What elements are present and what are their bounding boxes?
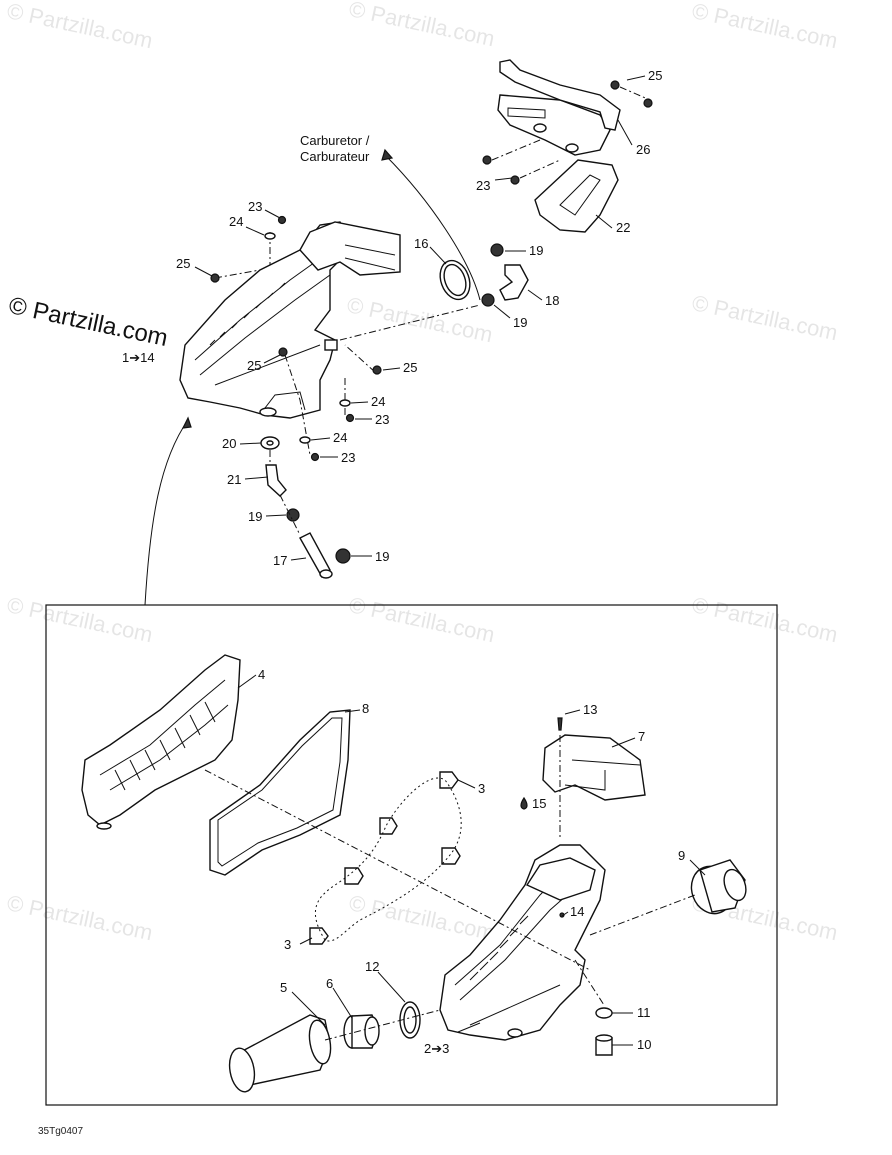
callout-lower-2: 8	[362, 701, 369, 716]
callout-lower-5: 3	[478, 781, 485, 796]
callout-lower-13: 10	[637, 1037, 651, 1052]
fasteners-upper-right	[482, 80, 653, 185]
callout-upper-21: 17	[273, 553, 287, 568]
dash-line-19-b	[339, 304, 481, 341]
dash-line-clamp11	[574, 959, 605, 1006]
callout-lower-11: 12	[365, 959, 379, 974]
filter-adapter-6	[343, 1014, 380, 1049]
callout-lower-3: 13	[583, 702, 597, 717]
clamp-19-a	[490, 243, 504, 257]
intake-duct-7	[542, 734, 646, 801]
detail-ref-label: 2➔3	[424, 1041, 449, 1056]
dash-line-housing-boot	[589, 894, 696, 936]
airbox-housing-14	[439, 844, 606, 1041]
carburetor-arrow	[381, 148, 394, 161]
callout-upper-13: 25	[403, 360, 417, 375]
clip-dotted-path	[314, 777, 462, 942]
dash-line-filter-housing	[324, 1009, 441, 1041]
clip-3-c	[441, 847, 461, 865]
reference-code: 35Tg0407	[38, 1126, 84, 1137]
hose-clamp-16	[439, 259, 471, 301]
support-rail-26	[499, 59, 621, 131]
carburetor-leader	[384, 154, 481, 301]
callout-upper-6: 24	[229, 214, 243, 229]
clamp-19-d	[335, 548, 351, 564]
callout-lower-9: 5	[280, 980, 287, 995]
clip-3-d	[344, 867, 364, 885]
clamp-19-c	[286, 508, 300, 522]
callout-upper-5: 23	[248, 199, 262, 214]
clamp-19-b	[481, 293, 495, 307]
callouts-lower: 4 8 13 7 3 9 3 14 5 6 12 11 10	[237, 667, 706, 1052]
dash-line-25-inner	[284, 354, 311, 456]
overview-ref-label: 1➔14	[122, 350, 155, 365]
carburetor-label-line2: Carburateur	[300, 149, 370, 164]
clip-3-a	[439, 771, 459, 789]
detail-frame	[45, 604, 778, 1106]
airbox-cover-4	[81, 654, 241, 830]
callout-upper-16: 20	[222, 436, 236, 451]
grommet-20	[260, 436, 280, 450]
carburetor-label-line1: Carburetor /	[300, 133, 370, 148]
callouts-upper: 25 26 23 22 23 24 25 16 19 18 19 25 25 2…	[176, 68, 662, 568]
callout-upper-19: 21	[227, 472, 241, 487]
callout-lower-1: 4	[258, 667, 265, 682]
callout-upper-15: 23	[375, 412, 389, 427]
clip-3-b	[379, 817, 398, 835]
callout-lower-8: 14	[570, 904, 584, 919]
callout-upper-8: 16	[414, 236, 428, 251]
callout-upper-9: 19	[529, 243, 543, 258]
air-filter-5	[228, 1014, 332, 1093]
callout-upper-2: 26	[636, 142, 650, 157]
callout-upper-18: 23	[341, 450, 355, 465]
callout-lower-6: 9	[678, 848, 685, 863]
callout-upper-7: 25	[176, 256, 190, 271]
callout-upper-12: 25	[247, 358, 261, 373]
screw-13	[557, 717, 563, 731]
glue-15-label: 15	[532, 796, 546, 811]
clip-3-e	[309, 927, 329, 945]
dash-line-25-right	[344, 344, 376, 373]
fitting-21	[265, 464, 287, 497]
callout-upper-20: 19	[248, 509, 262, 524]
mounting-bracket-22	[497, 94, 619, 233]
adhesive-drop-15	[520, 796, 528, 810]
dash-line-cover-housing	[204, 769, 591, 971]
fasteners-upper-left	[210, 215, 382, 462]
callout-lower-10: 6	[326, 976, 333, 991]
elbow-18	[499, 264, 529, 301]
drain-cap-10	[595, 1034, 613, 1056]
gasket-8	[209, 709, 351, 876]
intake-boot-9	[690, 859, 747, 915]
callout-upper-17: 24	[333, 430, 347, 445]
clamp-11	[595, 1007, 613, 1019]
callout-upper-1: 25	[648, 68, 662, 83]
airbox-assembly-upper	[179, 221, 401, 419]
callout-upper-10: 18	[545, 293, 559, 308]
callout-upper-14: 24	[371, 394, 385, 409]
detail-link-curve	[144, 419, 189, 606]
callout-upper-22: 19	[375, 549, 389, 564]
callout-lower-12: 11	[637, 1005, 651, 1020]
callout-lower-7: 3	[284, 937, 291, 952]
detail-link-arrow	[181, 416, 192, 429]
callout-upper-11: 19	[513, 315, 527, 330]
callout-lower-4: 7	[638, 729, 645, 744]
callout-upper-3: 23	[476, 178, 490, 193]
drain-tube-17	[299, 532, 333, 579]
callout-upper-4: 22	[616, 220, 630, 235]
